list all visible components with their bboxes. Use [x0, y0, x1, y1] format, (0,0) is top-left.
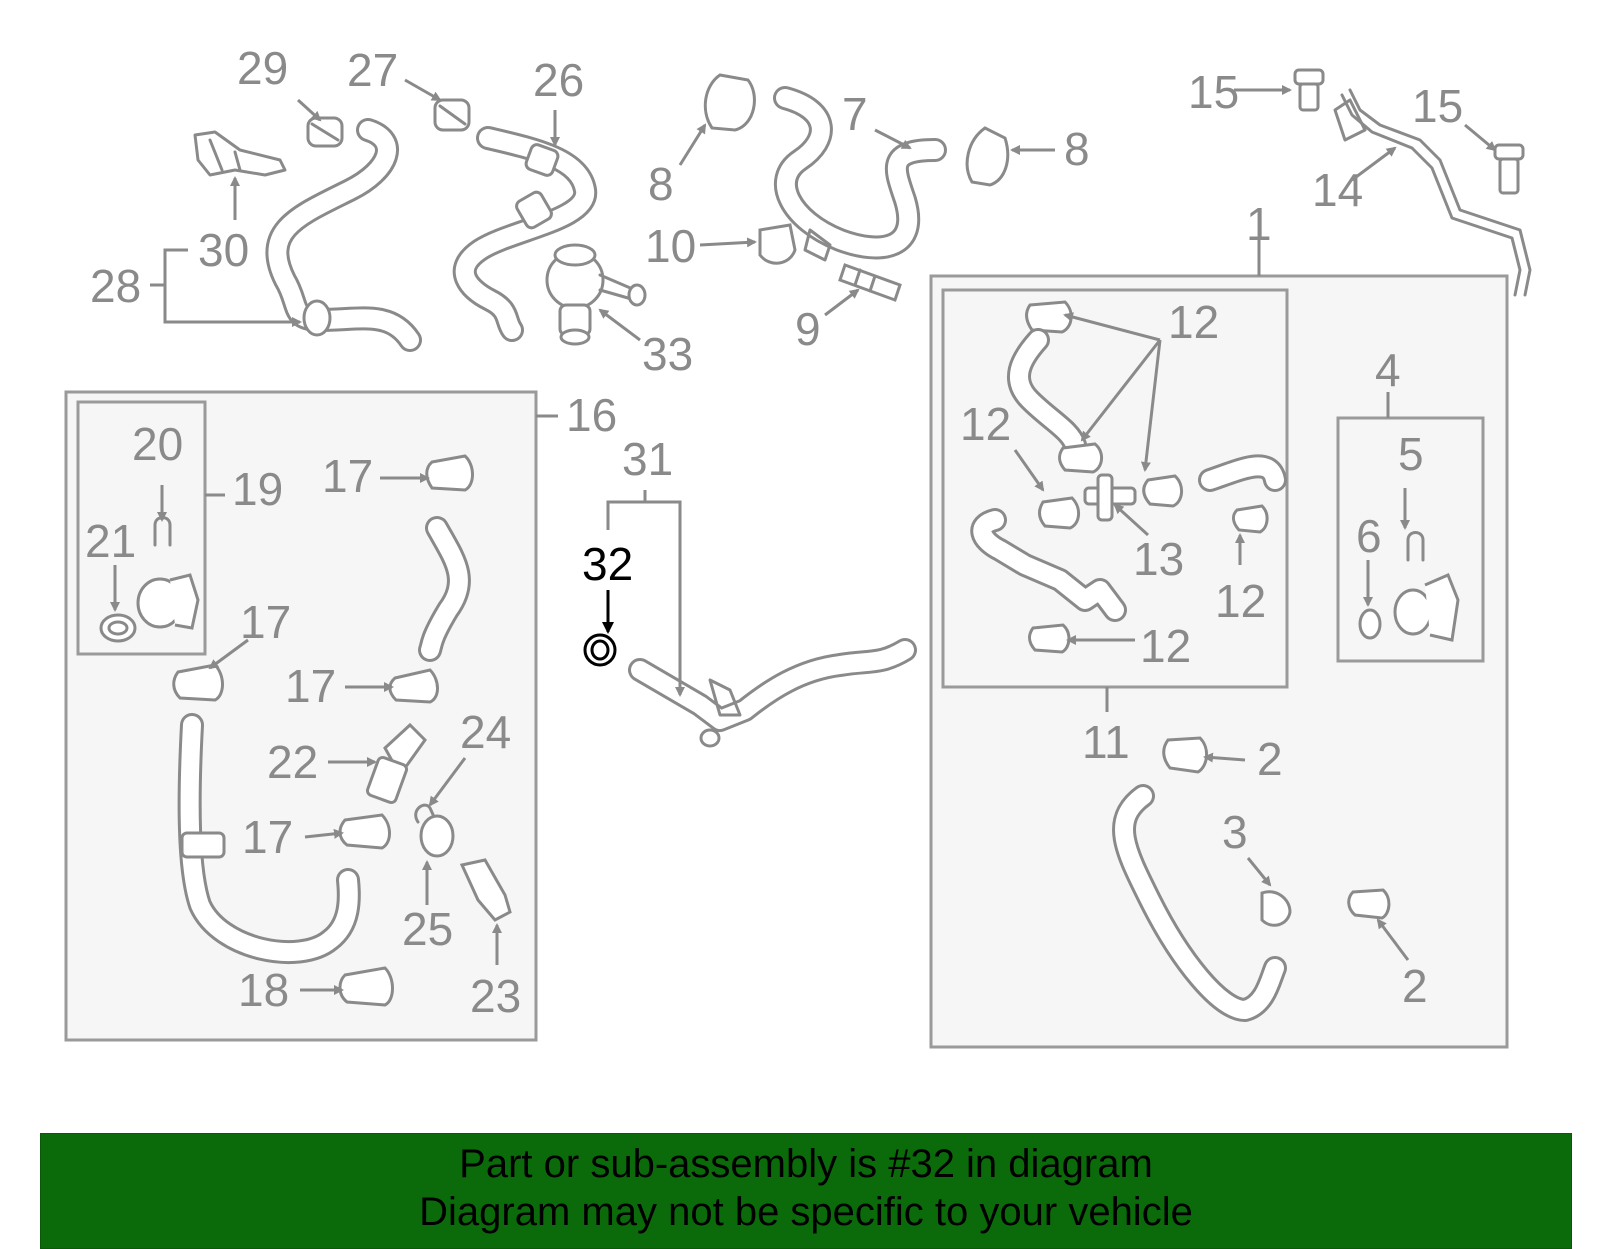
- label-26: 26: [533, 54, 584, 106]
- clamp-2-upper: [1162, 736, 1208, 774]
- label-14: 14: [1312, 164, 1363, 216]
- label-20: 20: [132, 418, 183, 470]
- hose-7: [773, 86, 947, 262]
- label-7: 7: [842, 88, 868, 140]
- clamp-8-left: [703, 73, 756, 132]
- label-17-mid: 17: [285, 660, 336, 712]
- clamp-2-lower: [1347, 888, 1391, 920]
- hose-16-upper: [418, 516, 471, 662]
- clip-5: [1406, 531, 1425, 562]
- label-22: 22: [267, 736, 318, 788]
- label-24: 24: [460, 706, 511, 758]
- sensor-23: [459, 858, 512, 922]
- label-18: 18: [238, 964, 289, 1016]
- label-19: 19: [232, 463, 283, 515]
- elbow-19: [136, 573, 200, 630]
- pipe-31: [628, 638, 917, 748]
- hose-26: [452, 126, 598, 342]
- hose-assembly-28: [265, 118, 422, 352]
- label-15-right: 15: [1412, 80, 1463, 132]
- clamp-12-small: [1232, 504, 1269, 534]
- footer-banner: Part or sub-assembly is #32 in diagram D…: [40, 1133, 1572, 1249]
- clip-24: [414, 803, 442, 834]
- label-6: 6: [1356, 510, 1382, 562]
- label-32: 32: [582, 538, 633, 590]
- label-2-upper: 2: [1257, 733, 1283, 785]
- label-28: 28: [90, 260, 141, 312]
- label-33: 33: [642, 328, 693, 380]
- label-2-lower: 2: [1402, 960, 1428, 1012]
- label-13: 13: [1133, 533, 1184, 585]
- clamp-12-right: [1142, 474, 1183, 508]
- o-ring-21: [99, 613, 137, 643]
- hose-11-upper: [1007, 328, 1087, 457]
- label-12-a: 12: [1168, 296, 1219, 348]
- connector-9: [838, 263, 902, 302]
- label-27: 27: [347, 44, 398, 96]
- label-25: 25: [402, 903, 453, 955]
- o-ring-25: [419, 814, 455, 858]
- label-11: 11: [1082, 716, 1130, 768]
- label-16: 16: [566, 389, 617, 441]
- clamp-27: [433, 98, 471, 132]
- clamp-18: [338, 966, 394, 1007]
- footer-line-1: Part or sub-assembly is #32 in diagram: [459, 1142, 1153, 1186]
- label-12-b: 12: [960, 398, 1011, 450]
- label-31: 31: [622, 433, 673, 485]
- label-12-d: 12: [1140, 620, 1191, 672]
- label-3: 3: [1222, 806, 1248, 858]
- clamp-3: [1260, 890, 1292, 927]
- cap-10: [758, 223, 797, 265]
- label-10: 10: [645, 220, 696, 272]
- label-21: 21: [85, 515, 136, 567]
- clamp-12-bottom: [1028, 623, 1071, 654]
- gasket-32: [583, 633, 617, 667]
- leader-lines: [110, 78, 1497, 995]
- label-9: 9: [795, 303, 821, 355]
- label-4: 4: [1375, 344, 1401, 396]
- clamp-17-lower: [338, 813, 391, 850]
- label-17-top: 17: [322, 450, 373, 502]
- hose-11-small: [1198, 454, 1287, 492]
- label-8-left: 8: [648, 158, 674, 210]
- clamp-12-top: [1025, 300, 1073, 334]
- bolt-15-left: [1293, 68, 1325, 112]
- label-15-left: 15: [1188, 66, 1239, 118]
- label-23: 23: [470, 970, 521, 1022]
- pipe-14: [1333, 88, 1532, 297]
- pipe-11: [970, 508, 1127, 622]
- clamp-17-left: [172, 663, 224, 702]
- sensor-22: [365, 722, 427, 805]
- label-17-left: 17: [240, 596, 291, 648]
- valve-33: [545, 243, 647, 346]
- elbow-4: [1393, 573, 1460, 642]
- label-17-lower: 17: [242, 811, 293, 863]
- bolt-15-right: [1493, 143, 1525, 195]
- hose-1: [1112, 784, 1287, 1022]
- hose-16-lower: [177, 713, 361, 964]
- footer-line-2: Diagram may not be specific to your vehi…: [419, 1190, 1193, 1234]
- callout-labels: 29 27 26 30 28 33 8 7 8 10 9 15 15 14 1 …: [85, 42, 1463, 1022]
- label-30: 30: [198, 224, 249, 276]
- label-29: 29: [237, 42, 288, 94]
- label-8-right: 8: [1064, 123, 1090, 175]
- clamp-8-right: [965, 126, 1010, 187]
- clamp-29: [306, 116, 344, 148]
- tee-13: [1083, 473, 1137, 522]
- label-1: 1: [1246, 198, 1272, 250]
- bracket-30: [193, 130, 287, 177]
- label-12-c: 12: [1215, 575, 1266, 627]
- clamp-17-top: [425, 454, 474, 492]
- clamp-12-mid: [1058, 442, 1103, 474]
- clamp-12-left: [1038, 496, 1080, 530]
- label-5: 5: [1398, 428, 1424, 480]
- o-ring-6: [1358, 608, 1382, 640]
